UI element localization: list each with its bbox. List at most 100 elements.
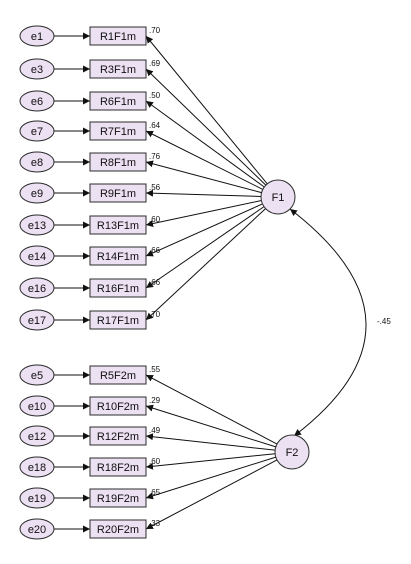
loading-path-arrow (145, 453, 276, 470)
loading-path-arrow (145, 130, 264, 190)
observed-item-box (89, 59, 147, 79)
loading-path-arrow (145, 374, 278, 445)
error-term-ellipse (19, 214, 55, 236)
error-term-label: e9 (31, 188, 43, 200)
error-term-label: e3 (31, 64, 43, 76)
factor-loading-label: .29 (149, 396, 161, 405)
error-term-ellipse (19, 90, 55, 112)
observed-item-box (89, 278, 147, 298)
error-term-label: e14 (28, 251, 46, 263)
observed-item-label: R14F1m (97, 251, 139, 263)
loading-path-arrow (145, 189, 262, 197)
observed-item-label: R18F2m (97, 462, 139, 474)
observed-item-box (89, 215, 147, 235)
error-term-label: e5 (31, 370, 43, 382)
error-term-ellipse (19, 456, 55, 478)
factor-loading-label: .65 (149, 488, 161, 497)
loading-path-arrow (145, 206, 265, 289)
factor-loading-label: .60 (149, 457, 161, 466)
error-term-label: e20 (28, 524, 46, 536)
loading-path-arrow (145, 35, 268, 185)
observed-item-label: R9F1m (100, 188, 136, 200)
factor-loading-label: .70 (149, 310, 161, 319)
loading-path-arrow (145, 203, 263, 257)
error-term-label: e1 (31, 31, 43, 43)
loading-path-arrow (145, 404, 276, 448)
latent-factor-circle (274, 434, 310, 470)
observed-item-box (89, 91, 147, 111)
error-term-ellipse (19, 182, 55, 204)
observed-item-box (89, 426, 147, 446)
observed-item-label: R7F1m (100, 126, 136, 138)
error-term-ellipse (19, 487, 55, 509)
error-term-ellipse (19, 245, 55, 267)
latent-factor-circle (260, 179, 296, 215)
nodes-layer (19, 25, 310, 540)
factor-loading-label: .66 (149, 278, 161, 287)
observed-item-box (89, 246, 147, 266)
factor-loading-label: .49 (149, 426, 161, 435)
factor-correlation-label: -.45 (377, 317, 391, 326)
error-term-label: e10 (28, 401, 46, 413)
loading-path-arrow (145, 100, 265, 188)
observed-item-label: R20F2m (97, 524, 139, 536)
loading-path-arrow (145, 160, 262, 194)
error-term-ellipse (19, 395, 55, 417)
observed-item-box (89, 26, 147, 46)
loading-path-arrow (145, 433, 276, 451)
error-term-ellipse (19, 518, 55, 540)
factor-loading-label: .70 (149, 26, 161, 35)
factor-loading-label: .55 (149, 365, 161, 374)
error-term-label: e12 (28, 431, 46, 443)
observed-item-box (89, 310, 147, 330)
error-term-label: e19 (28, 493, 46, 505)
observed-item-box (89, 183, 147, 203)
error-term-ellipse (19, 425, 55, 447)
observed-item-label: R13F1m (97, 220, 139, 232)
error-term-label: e17 (28, 315, 46, 327)
error-term-ellipse (19, 277, 55, 299)
observed-item-label: R16F1m (97, 283, 139, 295)
observed-item-box (89, 519, 147, 539)
observed-item-label: R5F2m (100, 370, 136, 382)
observed-item-label: R19F2m (97, 493, 139, 505)
factor-loading-label: .64 (149, 121, 161, 130)
observed-item-box (89, 152, 147, 172)
error-term-ellipse (19, 58, 55, 80)
loading-path-arrow (145, 200, 262, 227)
error-term-label: e18 (28, 462, 46, 474)
error-term-label: e7 (31, 126, 43, 138)
observed-item-label: R1F1m (100, 31, 136, 43)
error-term-ellipse (19, 309, 55, 331)
observed-item-box (89, 488, 147, 508)
latent-factor-label: F1 (272, 192, 285, 204)
error-term-label: e16 (28, 283, 46, 295)
observed-item-label: R8F1m (100, 157, 136, 169)
observed-item-box (89, 121, 147, 141)
error-term-ellipse (19, 120, 55, 142)
error-term-ellipse (19, 151, 55, 173)
factor-loading-label: .50 (149, 91, 161, 100)
observed-item-box (89, 396, 147, 416)
loading-path-arrow (145, 459, 278, 530)
factor-loading-label: .33 (149, 519, 161, 528)
latent-factor-label: F2 (286, 447, 299, 459)
factor-correlation-arrow (289, 208, 367, 437)
observed-item-box (89, 457, 147, 477)
observed-item-label: R17F1m (97, 315, 139, 327)
loading-path-arrow (145, 456, 276, 500)
observed-item-label: R3F1m (100, 64, 136, 76)
factor-loading-label: .66 (149, 246, 161, 255)
factor-loading-label: .60 (149, 215, 161, 224)
factor-loading-label: .76 (149, 152, 161, 161)
observed-item-box (89, 365, 147, 385)
loading-path-arrow (145, 208, 266, 321)
error-term-label: e13 (28, 220, 46, 232)
error-term-label: e8 (31, 157, 43, 169)
factor-loading-label: .56 (149, 183, 161, 192)
factor-loading-label: .69 (149, 59, 161, 68)
loading-path-arrow (145, 68, 267, 186)
paths-layer (54, 32, 367, 533)
